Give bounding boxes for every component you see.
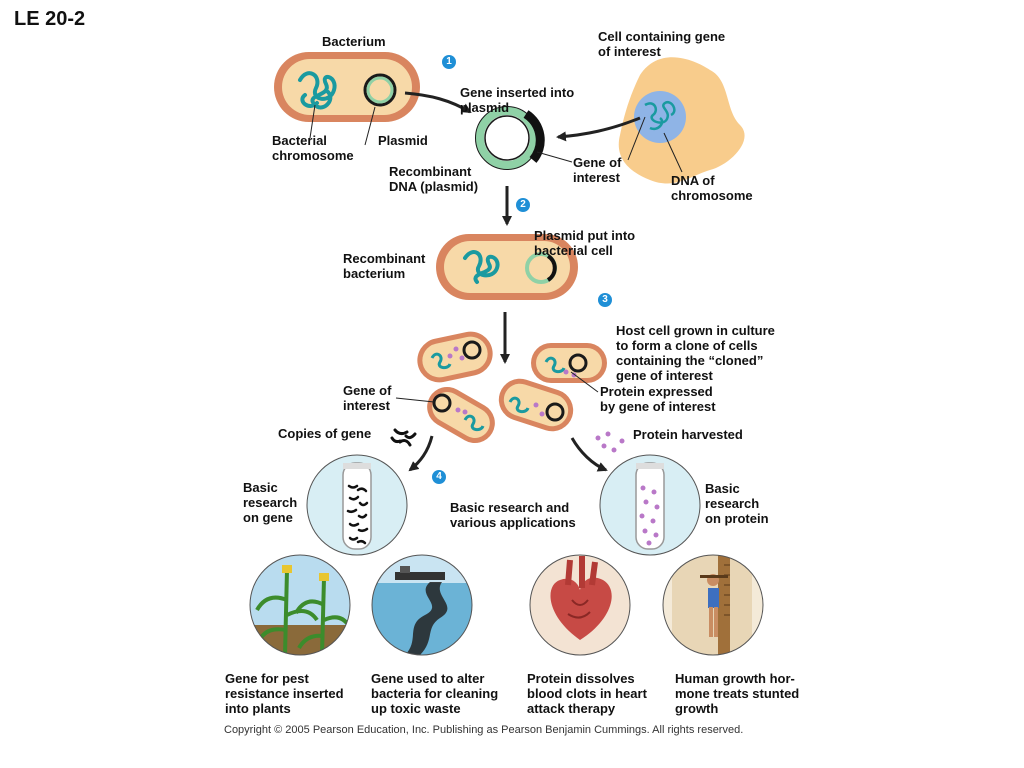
label-recombinant-bacterium: Recombinant bacterium [343, 251, 426, 281]
label-gene-of-interest-top: Gene of interest [573, 155, 622, 185]
gene-of-interest-segment [523, 110, 545, 163]
application-toxic-waste: Gene used to alter bacteria for cleaning… [371, 671, 499, 716]
label-plasmid: Plasmid [378, 133, 428, 148]
label-recombinant-dna: Recombinant DNA (plasmid) [389, 164, 479, 194]
step-2-badge: 2 [516, 198, 530, 212]
bacterium [274, 52, 420, 122]
oil-spill-icon [372, 555, 472, 655]
heart-icon [530, 555, 630, 655]
label-protein-expressed: Protein expressed by gene of interest [600, 384, 716, 414]
arrow-gene-to-recombinant [556, 116, 641, 142]
step-3: 3 Host cell grown in culture to form a c… [598, 293, 775, 383]
child-height-icon [663, 555, 763, 655]
label-basic-research-gene: Basic research on gene [243, 480, 298, 525]
step-3-text: Host cell grown in culture to form a clo… [616, 323, 775, 383]
step-4-badge: 4 [432, 470, 446, 484]
step-1-text: Gene inserted into plasmid [460, 85, 575, 115]
donor-cell [618, 57, 745, 184]
label-protein-harvested: Protein harvested [633, 427, 743, 442]
gene-copies [390, 428, 417, 447]
copyright-notice: Copyright © 2005 Pearson Education, Inc.… [224, 724, 744, 736]
figure-title: LE 20-2 [14, 8, 86, 30]
step-2-text: Plasmid put into bacterial cell [534, 228, 636, 258]
nucleus [634, 91, 686, 143]
arrow-to-protein-research [570, 437, 608, 472]
clone-bacterium-2 [531, 343, 607, 383]
application-blood-clots: Protein dissolves blood clots in heart a… [527, 671, 647, 716]
label-copies-of-gene: Copies of gene [278, 426, 372, 441]
label-basic-research-protein: Basic research on protein [705, 481, 769, 526]
clone-bacterium-3 [427, 387, 495, 443]
step-4: 4 Basic research and various application… [432, 470, 576, 530]
clone-bacterium-1 [417, 331, 493, 383]
label-cell-gene-of-interest: Cell containing gene of interest [598, 29, 726, 59]
bacterial-chromosome [298, 71, 337, 110]
label-bacterial-chromosome: Bacterial chromosome [272, 133, 354, 163]
arrow-to-gene-research [408, 435, 434, 472]
corn-plants-icon [250, 555, 350, 655]
protein-test-tube [599, 454, 701, 556]
dna-of-chromosome [644, 100, 676, 131]
label-bacterium: Bacterium [322, 34, 386, 49]
step-4-text: Basic research and various applications [450, 500, 576, 530]
step-1: 1 Gene inserted into plasmid [442, 55, 574, 115]
step-3-badge: 3 [598, 293, 612, 307]
arrow-plasmid-to-recombinant [404, 91, 472, 114]
recombinant-bacterium-cell [436, 234, 578, 300]
application-growth-hormone: Human growth hor- mone treats stunted gr… [675, 671, 800, 716]
label-gene-of-interest-mid: Gene of interest [343, 383, 392, 413]
recombinant-plasmid [475, 106, 545, 170]
harvested-protein [595, 431, 625, 453]
label-dna-of-chromosome: DNA of chromosome [671, 173, 753, 203]
clone-bacterium-4 [498, 378, 574, 432]
gene-test-tube [306, 454, 408, 556]
plasmid [363, 73, 397, 107]
step-2: 2 Plasmid put into bacterial cell [516, 198, 635, 258]
step-1-badge: 1 [442, 55, 456, 69]
application-pest-resistance: Gene for pest resistance inserted into p… [225, 671, 344, 716]
